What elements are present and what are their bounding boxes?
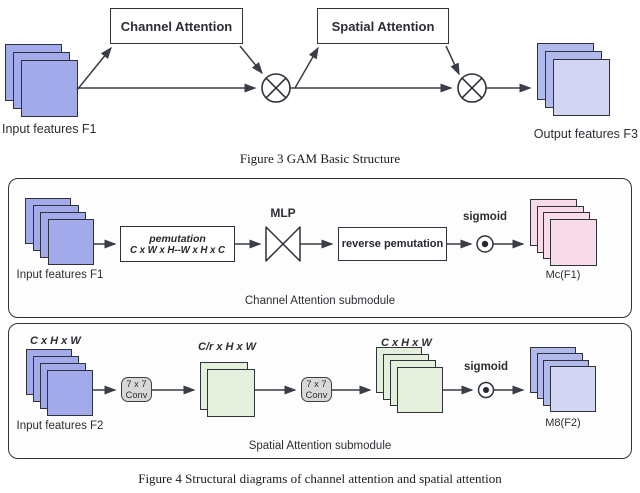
- sp-mid-dim-label: C/r x H x W: [198, 341, 257, 353]
- conv1-label: Conv: [125, 389, 148, 400]
- fig3-input-label: Input features F1: [2, 122, 97, 136]
- fig3-output-label: Output features F3: [533, 127, 638, 141]
- permutation-title: pemutation: [149, 232, 206, 245]
- conv1-box: 7 x 7 Conv: [121, 377, 152, 402]
- conv2-kernel: 7 x 7: [306, 378, 327, 389]
- feature-map-layer: [21, 60, 78, 117]
- feature-map-layer: [553, 59, 610, 116]
- sp-input-label: Input features F2: [16, 420, 104, 432]
- spatial-attention-box: Spatial Attention: [317, 8, 449, 44]
- multiply-icon: [457, 73, 487, 103]
- permutation-dims: C x W x H--W x H x C: [130, 244, 225, 256]
- channel-attention-box: Channel Attention: [110, 8, 243, 44]
- sp-input-dim-label: C x H x W: [30, 335, 81, 347]
- reverse-permutation-box: reverse pemutation: [338, 227, 447, 261]
- feature-map-layer: [550, 219, 597, 266]
- sp-output-label: M8(F2): [545, 417, 581, 429]
- spatial-attention-box-label: Spatial Attention: [331, 18, 435, 34]
- multiply-icon: [261, 73, 291, 103]
- permutation-box: pemutation C x W x H--W x H x C: [120, 226, 235, 262]
- fig3-flow-lines: [76, 45, 532, 93]
- figure4-caption: Figure 4 Structural diagrams of channel …: [138, 471, 502, 486]
- reverse-permutation-label: reverse pemutation: [341, 238, 444, 250]
- conv2-label: Conv: [305, 389, 328, 400]
- ch-sigmoid-label: sigmoid: [462, 211, 508, 223]
- feature-map-layer: [550, 366, 596, 412]
- feature-map-layer: [47, 370, 93, 416]
- mlp-label: MLP: [270, 206, 296, 220]
- conv2-box: 7 x 7 Conv: [301, 377, 332, 402]
- spatial-submodule-caption: Spatial Attention submodule: [248, 440, 392, 452]
- channel-submodule-caption: Channel Attention submodule: [244, 295, 396, 307]
- feature-map-layer: [48, 219, 94, 265]
- conv1-kernel: 7 x 7: [126, 378, 147, 389]
- sp-out-dim-label: C x H x W: [381, 337, 432, 349]
- figure3-caption: Figure 3 GAM Basic Structure: [239, 151, 401, 166]
- ch-output-label: Mc(F1): [545, 269, 581, 281]
- sp-sigmoid-label: sigmoid: [463, 361, 509, 373]
- ch-input-label: Input features F1: [16, 269, 104, 281]
- channel-attention-box-label: Channel Attention: [120, 18, 233, 34]
- feature-map-layer: [397, 367, 443, 413]
- feature-map-layer: [207, 369, 255, 417]
